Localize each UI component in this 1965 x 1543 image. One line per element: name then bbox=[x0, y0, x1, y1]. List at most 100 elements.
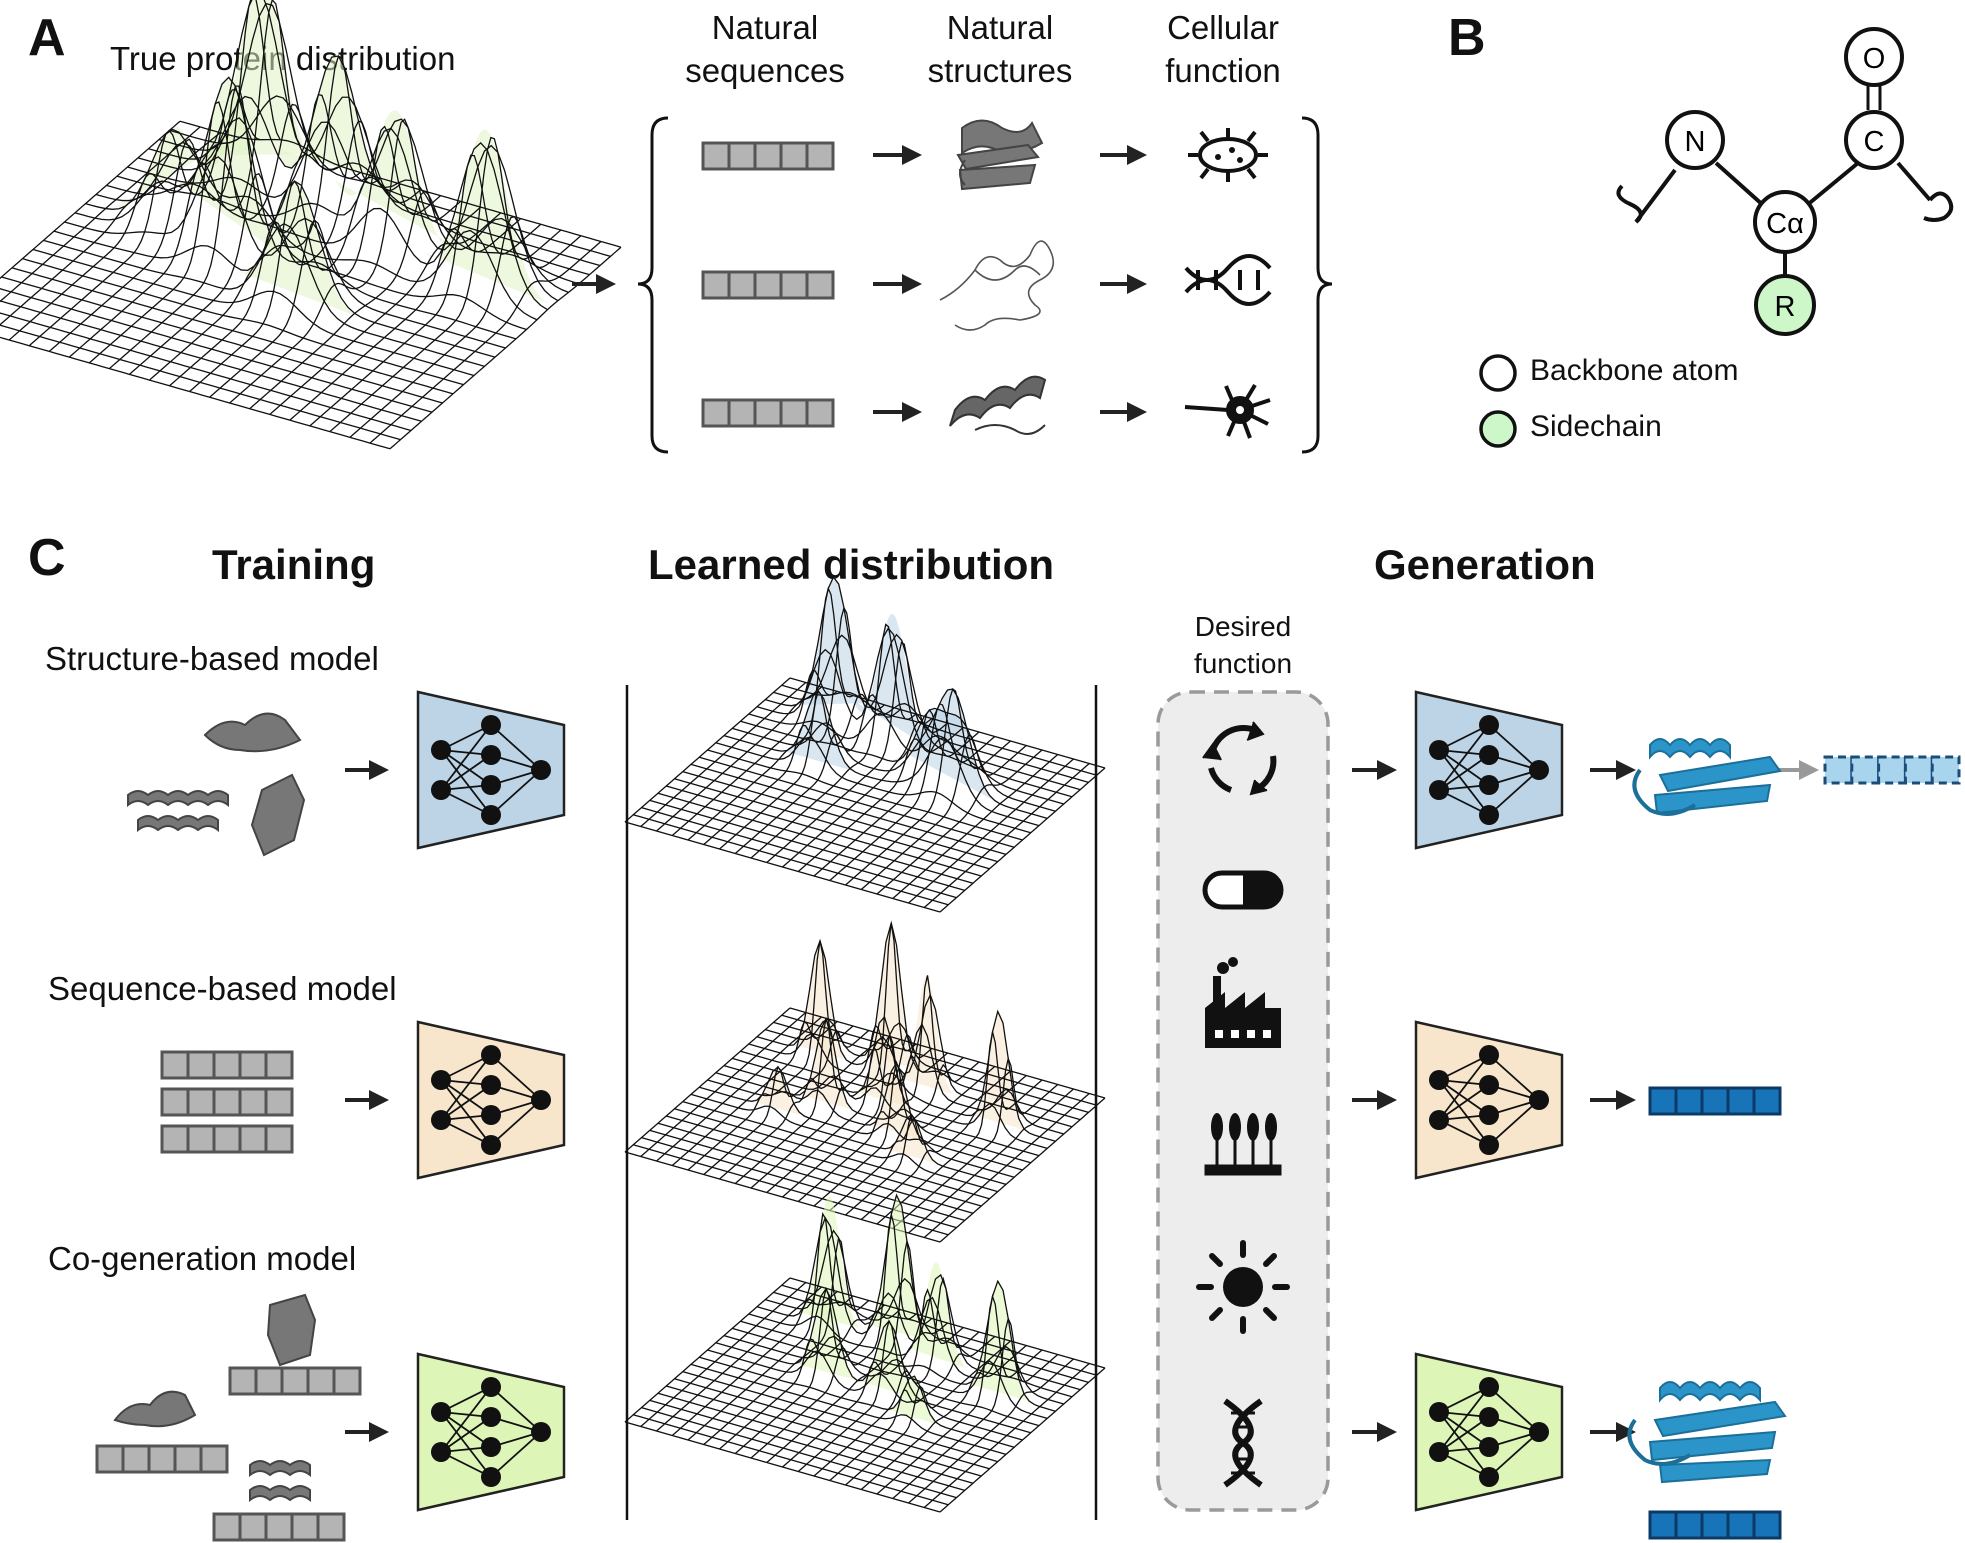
sequence-cell bbox=[264, 1087, 294, 1117]
cogeneration-sequence-bar bbox=[212, 1512, 346, 1542]
desired-function-box bbox=[1156, 690, 1330, 1512]
training-sequence-bar bbox=[160, 1124, 294, 1154]
sequence-cell bbox=[1648, 1086, 1678, 1116]
dna-icon bbox=[1223, 1398, 1263, 1488]
sequence-cell bbox=[1823, 755, 1854, 785]
sequence-cell bbox=[1903, 755, 1934, 785]
backbone-molecule: N Cα C O R bbox=[1616, 27, 1954, 336]
sequence-cell bbox=[212, 1124, 242, 1154]
sequence-cell bbox=[1700, 1510, 1730, 1540]
legend-label-backbone: Backbone atom bbox=[1530, 354, 1739, 387]
sequence-cell bbox=[1850, 755, 1881, 785]
sequence-cell bbox=[1648, 1510, 1678, 1540]
cogeneration-sequence-bar bbox=[95, 1444, 229, 1474]
disordered-protein bbox=[939, 240, 1055, 331]
cogeneration-structures bbox=[113, 1293, 317, 1503]
network-node bbox=[1479, 1377, 1499, 1397]
left-curly-bracket bbox=[637, 116, 669, 454]
network-node bbox=[481, 1377, 501, 1397]
network-body bbox=[416, 690, 566, 850]
sequence-cell bbox=[306, 1366, 336, 1396]
training-network-3 bbox=[416, 1352, 566, 1512]
factory-icon bbox=[1205, 957, 1281, 1048]
natural-sequence-bar bbox=[701, 141, 835, 171]
training-sequence-bar bbox=[160, 1050, 294, 1080]
network-node bbox=[1429, 1402, 1449, 1422]
model-label-cogeneration: Co-generation model bbox=[48, 1240, 357, 1277]
generated-sequence-bar bbox=[1648, 1086, 1782, 1116]
network-node bbox=[481, 745, 501, 765]
network-node bbox=[531, 760, 551, 780]
network-node bbox=[1429, 740, 1449, 760]
network-node bbox=[431, 1402, 451, 1422]
model-label-sequence: Sequence-based model bbox=[48, 970, 397, 1007]
atom-n-label: N bbox=[1685, 126, 1706, 158]
sequence-structure-function-rows bbox=[701, 141, 1147, 428]
true-distribution-surface bbox=[0, 0, 622, 450]
training-structures bbox=[127, 712, 306, 857]
sequence-cell bbox=[186, 1124, 216, 1154]
generation-network-1 bbox=[1414, 690, 1564, 850]
learned-distribution-cogeneration bbox=[624, 1193, 1106, 1513]
column-header-structures: Natural structures bbox=[927, 9, 1073, 89]
sequence-cell bbox=[1726, 1510, 1756, 1540]
network-node bbox=[431, 780, 451, 800]
network-node bbox=[481, 775, 501, 795]
network-node bbox=[1479, 775, 1499, 795]
sequence-cell bbox=[1726, 1086, 1756, 1116]
sequence-cell bbox=[753, 270, 783, 300]
sequence-cell bbox=[264, 1512, 294, 1542]
sequence-cell bbox=[779, 270, 809, 300]
sequence-cell bbox=[1930, 755, 1961, 785]
sequence-cell bbox=[1674, 1086, 1704, 1116]
network-body bbox=[1414, 1020, 1564, 1180]
network-node bbox=[1479, 1407, 1499, 1427]
beta-sheet-protein bbox=[956, 119, 1044, 191]
network-node bbox=[1529, 1422, 1549, 1442]
atom-r-label: R bbox=[1775, 291, 1796, 323]
sequence-cell bbox=[701, 398, 731, 428]
sequence-cell bbox=[264, 1050, 294, 1080]
bacterium-icon bbox=[1188, 128, 1268, 182]
right-curly-bracket bbox=[1301, 116, 1333, 454]
sequence-cell bbox=[290, 1512, 320, 1542]
network-node bbox=[531, 1090, 551, 1110]
sequence-cell bbox=[316, 1512, 346, 1542]
sequence-cell bbox=[1877, 755, 1907, 785]
atom-r-sidechain bbox=[1754, 274, 1816, 336]
network-node bbox=[1479, 1135, 1499, 1155]
network-node bbox=[1479, 1105, 1499, 1125]
network-node bbox=[1479, 805, 1499, 825]
network-node bbox=[431, 740, 451, 760]
network-node bbox=[1429, 1070, 1449, 1090]
sequence-cell bbox=[332, 1366, 362, 1396]
network-body bbox=[416, 1020, 566, 1180]
helical-protein bbox=[949, 375, 1047, 435]
network-body bbox=[416, 1352, 566, 1512]
dna-duplex-icon bbox=[1184, 254, 1272, 306]
network-node bbox=[431, 1442, 451, 1462]
sequence-cell bbox=[264, 1124, 294, 1154]
panel-label-b: B bbox=[1448, 9, 1486, 67]
training-network-1 bbox=[416, 690, 566, 850]
sequence-cell bbox=[212, 1050, 242, 1080]
sequence-cell bbox=[779, 398, 809, 428]
training-network-2 bbox=[416, 1020, 566, 1180]
desired-function-label: Desired function bbox=[1193, 611, 1293, 679]
sun-icon bbox=[1196, 1240, 1290, 1334]
atom-o-label: O bbox=[1863, 43, 1886, 75]
sequence-cell bbox=[701, 141, 731, 171]
sequence-cell bbox=[199, 1444, 229, 1474]
sequence-cell bbox=[160, 1050, 190, 1080]
neuron-icon bbox=[1184, 383, 1271, 439]
sequence-cell bbox=[121, 1444, 151, 1474]
sequence-cell bbox=[280, 1366, 310, 1396]
network-node bbox=[1429, 780, 1449, 800]
section-title-generation: Generation bbox=[1374, 541, 1596, 588]
atom-o bbox=[1844, 27, 1904, 87]
sequence-cell bbox=[238, 1087, 268, 1117]
natural-sequence-bar bbox=[701, 270, 835, 300]
sequence-cell bbox=[212, 1512, 242, 1542]
pill-icon bbox=[1202, 870, 1284, 910]
